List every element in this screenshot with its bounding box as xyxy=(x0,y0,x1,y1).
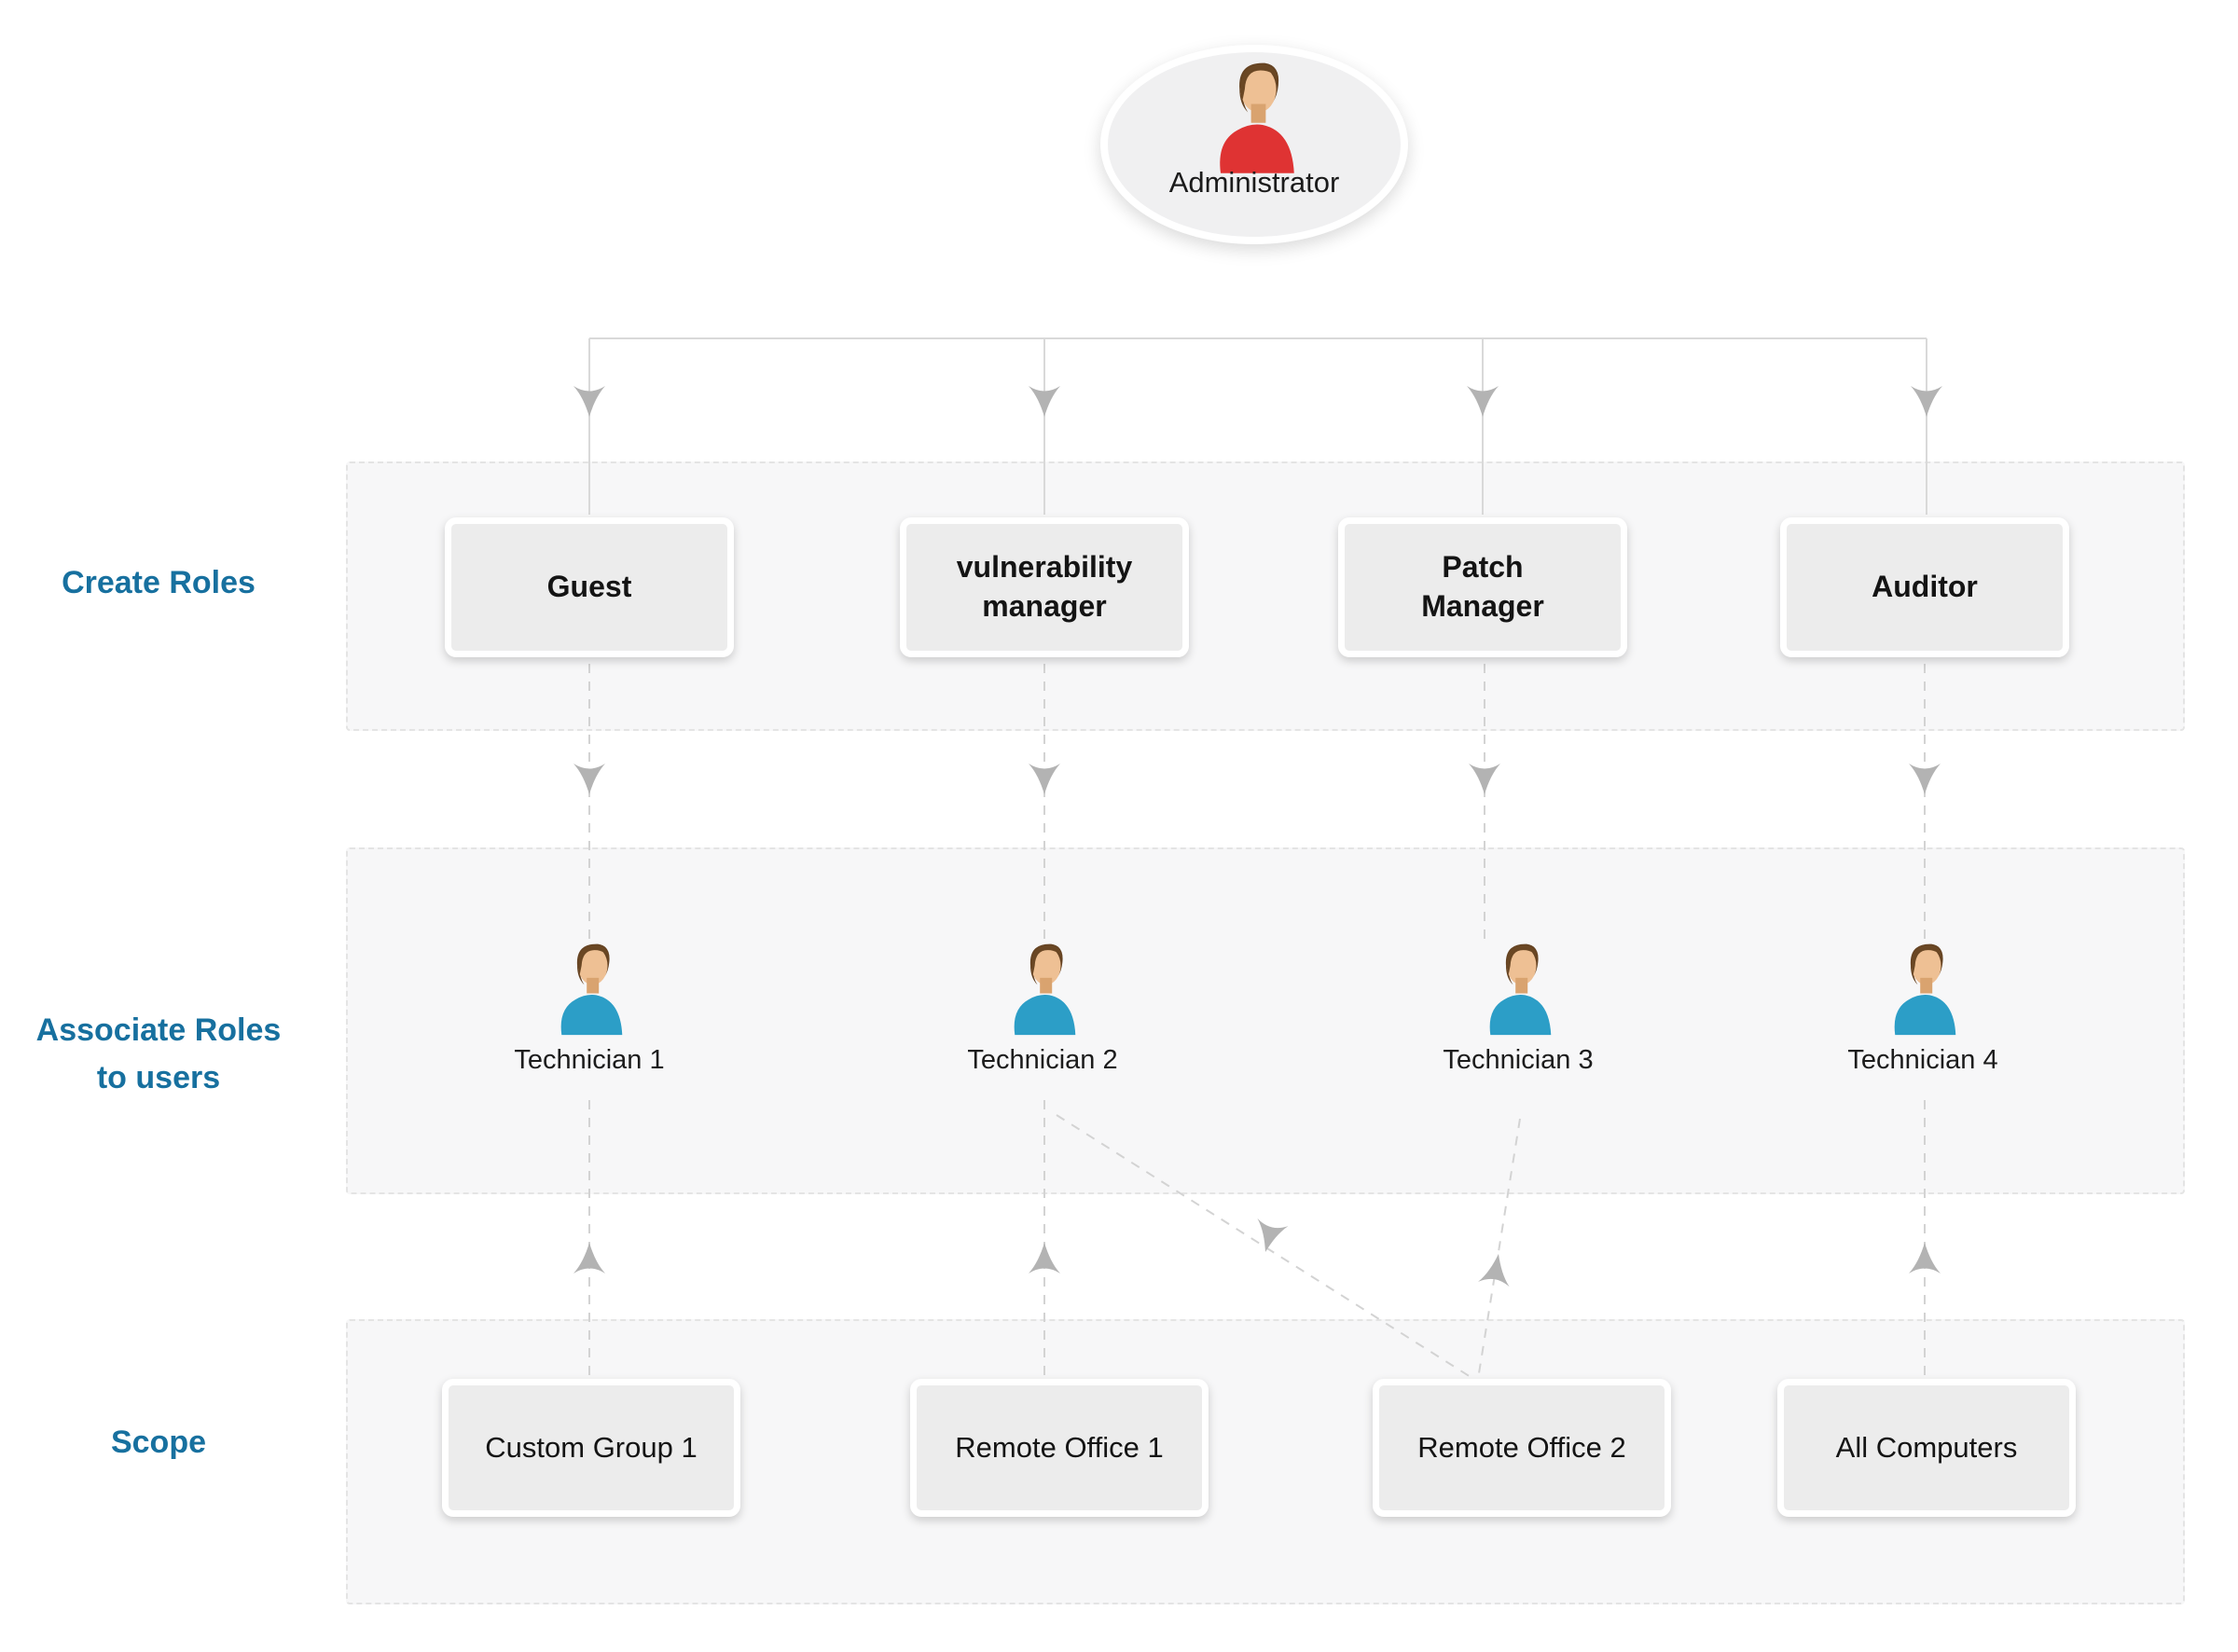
role-label: vulnerability manager xyxy=(956,550,1133,623)
technician-person-icon xyxy=(1489,943,1552,1036)
scope-node-remote-office-2: Remote Office 2 xyxy=(1373,1379,1671,1517)
role-node-patch-manager: Patch Manager xyxy=(1338,517,1627,657)
section-label-associate-roles: Associate Roles to users xyxy=(35,1012,282,1095)
administrator-label: Administrator xyxy=(1168,166,1340,199)
scope-label: Custom Group 1 xyxy=(485,1431,698,1464)
arrow-up-to-technician-3 xyxy=(1478,1251,1514,1287)
scope-node-custom-group-1: Custom Group 1 xyxy=(442,1379,740,1517)
technician-label: Technician 3 xyxy=(1443,1045,1594,1075)
connector-remote-office-2-to-technician-3 xyxy=(1478,1118,1521,1374)
user-node-technician-1: Technician 1 xyxy=(449,940,729,1076)
role-label: Auditor xyxy=(1872,570,1978,604)
section-label-scope: Scope xyxy=(110,1425,207,1460)
arrow-up-from-all-computers xyxy=(1909,1243,1941,1273)
technician-person-icon xyxy=(560,943,623,1036)
role-node-vulnerability-manager: vulnerability manager xyxy=(900,517,1189,657)
administrator-person-icon xyxy=(1220,62,1294,173)
technician-label: Technician 2 xyxy=(967,1045,1118,1075)
administrator-node: Administrator xyxy=(1100,45,1408,244)
associate-roles-band xyxy=(346,847,2185,1194)
user-node-technician-4: Technician 4 xyxy=(1783,940,2063,1076)
scope-node-all-computers: All Computers xyxy=(1777,1379,2076,1517)
technician-label: Technician 1 xyxy=(514,1045,665,1075)
arrow-down-to-technician-1 xyxy=(573,764,605,794)
arrow-up-from-custom-group-1 xyxy=(573,1243,605,1273)
scope-node-remote-office-1: Remote Office 1 xyxy=(910,1379,1209,1517)
arrow-down-to-technician-3 xyxy=(1469,764,1500,794)
technician-person-icon xyxy=(1894,943,1956,1036)
role-label: Patch Manager xyxy=(1421,550,1544,623)
scope-label: All Computers xyxy=(1835,1431,2018,1464)
section-label-create-roles: Create Roles xyxy=(62,565,256,600)
technician-person-icon xyxy=(1014,943,1076,1036)
arrow-down-to-technician-2 xyxy=(1029,764,1060,794)
user-node-technician-3: Technician 3 xyxy=(1378,940,1658,1076)
technician-label: Technician 4 xyxy=(1847,1045,1998,1075)
scope-label: Remote Office 2 xyxy=(1417,1431,1626,1464)
arrow-down-to-technician-4 xyxy=(1909,764,1941,794)
user-node-technician-2: Technician 2 xyxy=(903,940,1182,1076)
role-label: Guest xyxy=(546,570,632,604)
scope-label: Remote Office 1 xyxy=(955,1431,1164,1464)
arrow-up-from-remote-office-1 xyxy=(1029,1243,1060,1273)
role-node-guest: Guest xyxy=(445,517,734,657)
connector-technician-2-to-remote-office-2 xyxy=(1056,1114,1471,1378)
role-node-auditor: Auditor xyxy=(1780,517,2069,657)
